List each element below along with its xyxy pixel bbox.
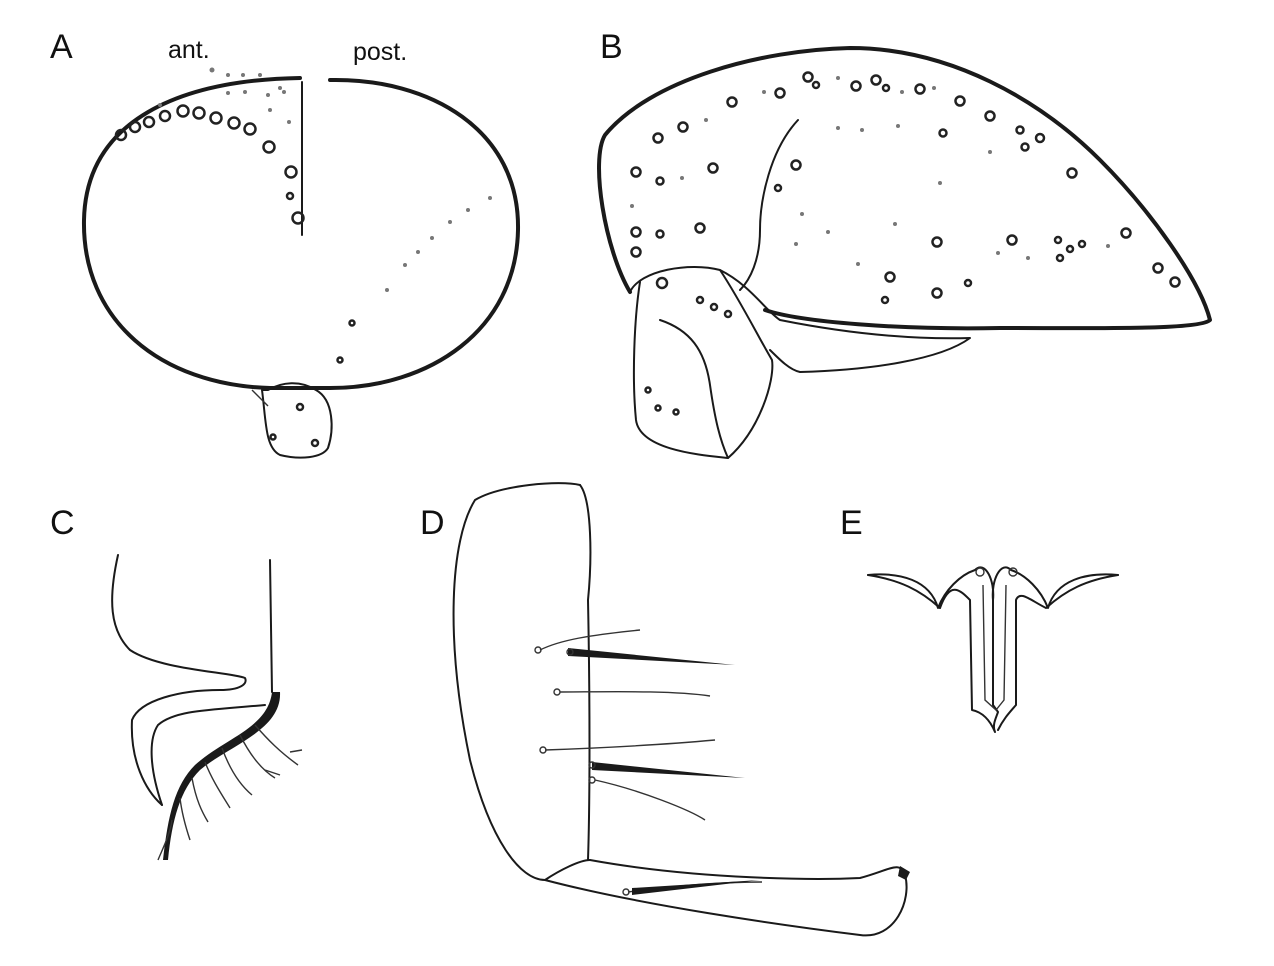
panel-label-c: C	[50, 504, 75, 542]
panel-d-drawing	[452, 482, 910, 937]
panel-a-drawing	[81, 67, 521, 459]
panel-label-a: A	[50, 28, 73, 66]
posterior-annotation: post.	[353, 38, 408, 66]
panel-label-e: E	[840, 504, 863, 542]
panel-label-b: B	[600, 28, 623, 66]
panel-e-drawing	[867, 566, 1119, 733]
anterior-annotation: ant.	[168, 36, 210, 64]
panel-c-drawing	[111, 554, 303, 861]
panel-label-d: D	[420, 504, 445, 542]
panel-b-drawing	[597, 46, 1212, 459]
